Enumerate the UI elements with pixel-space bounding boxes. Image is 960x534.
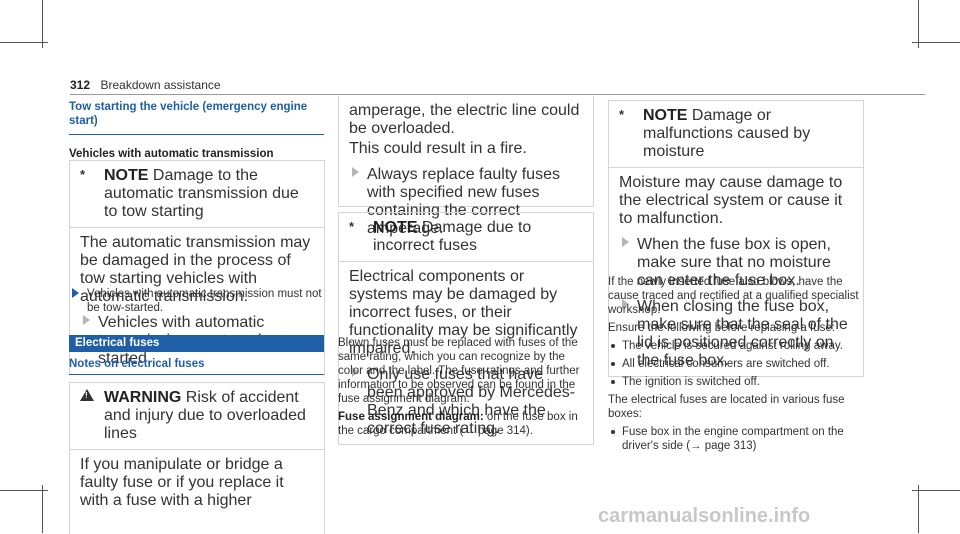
note-label: NOTE bbox=[373, 219, 418, 236]
crop-mark bbox=[42, 485, 43, 533]
crop-mark bbox=[918, 0, 919, 48]
note-body: Electrical components or systems may be … bbox=[349, 268, 578, 357]
crop-mark bbox=[42, 0, 43, 48]
note-step: Only use fuses that have been approved b… bbox=[349, 366, 583, 438]
note-step-text: When the fuse box is open, make sure tha… bbox=[637, 236, 831, 289]
warning-head-text: Risk of accident and injury due to overl… bbox=[104, 389, 306, 442]
note-icon: * bbox=[80, 167, 86, 182]
note-step: When the fuse box is open, make sure tha… bbox=[619, 236, 853, 290]
list-item: The vehicle is secured against rolling a… bbox=[608, 339, 862, 353]
note-icon: * bbox=[619, 107, 625, 122]
continued-step-text: Always replace faulty fuses with specifi… bbox=[367, 166, 560, 237]
list-item: Fuse box in the engine compartment on th… bbox=[608, 425, 862, 453]
note-step-text: Only use fuses that have been approved b… bbox=[367, 366, 576, 437]
arrow-icon bbox=[622, 299, 629, 309]
notes-heading: Notes on electrical fuses bbox=[69, 357, 324, 375]
arrow-icon bbox=[72, 288, 79, 298]
note-head-text: Damage or malfunctions caused by moistur… bbox=[643, 107, 811, 160]
note-label: NOTE bbox=[104, 167, 149, 184]
list-item: All electrical consumers are switched of… bbox=[608, 357, 862, 371]
column-1: Tow starting the vehicle (emergency engi… bbox=[69, 100, 324, 161]
diagram-text: on the fuse box in the cargo compartment… bbox=[338, 411, 578, 437]
crop-mark bbox=[0, 490, 48, 491]
warning-label: WARNING bbox=[104, 389, 182, 406]
arrow-icon bbox=[83, 315, 90, 325]
warning-icon bbox=[80, 389, 94, 401]
column-3-text: If the newly inserted fuse also blows, h… bbox=[608, 275, 862, 453]
continued-step: Always replace faulty fuses with specifi… bbox=[349, 166, 583, 238]
warning-body: If you manipulate or bridge a faulty fus… bbox=[80, 456, 284, 509]
continued-text-2: This could result in a fire. bbox=[349, 140, 527, 157]
note-body: The automatic transmission may be damage… bbox=[80, 234, 311, 305]
section-heading: Tow starting the vehicle (emergency engi… bbox=[69, 100, 324, 135]
paragraph: If the newly inserted fuse also blows, h… bbox=[608, 276, 859, 316]
note-label: NOTE bbox=[643, 107, 688, 124]
note-icon: * bbox=[349, 219, 355, 234]
arrow-icon bbox=[352, 167, 359, 177]
note-head-text: Damage due to incorrect fuses bbox=[373, 219, 532, 254]
instruction: Vehicles with automatic transmission mus… bbox=[69, 287, 324, 315]
notes-heading-wrap: Notes on electrical fuses bbox=[69, 357, 324, 375]
watermark: carmanualsonline.info bbox=[598, 505, 811, 527]
chapter-band: Electrical fuses bbox=[69, 335, 324, 352]
warning-box: WARNING Risk of accident and injury due … bbox=[69, 382, 325, 534]
crop-mark bbox=[0, 42, 48, 43]
crop-mark bbox=[912, 490, 960, 491]
page-header: 312 Breakdown assistance bbox=[70, 76, 221, 94]
crop-mark bbox=[912, 42, 960, 43]
column-2-text: Blown fuses must be replaced with fuses … bbox=[338, 336, 592, 438]
list-item: The ignition is switched off. bbox=[608, 375, 862, 389]
section-title: Breakdown assistance bbox=[100, 78, 221, 92]
arrow-icon bbox=[622, 237, 629, 247]
note-body: Moisture may cause damage to the electri… bbox=[619, 174, 843, 227]
crop-mark bbox=[918, 485, 919, 533]
note-head-text: Damage to the automatic transmission due… bbox=[104, 167, 299, 220]
note-box-fuses: * NOTE Damage due to incorrect fuses Ele… bbox=[338, 212, 594, 445]
paragraph: Ensure the following before replacing a … bbox=[608, 322, 835, 334]
paragraph: Fuse assignment diagram: on the fuse box… bbox=[338, 410, 592, 438]
header-rule bbox=[70, 94, 925, 95]
diagram-label: Fuse assignment diagram: bbox=[338, 411, 484, 423]
warning-box-continued: amperage, the electric line could be ove… bbox=[338, 96, 594, 237]
continued-text: amperage, the electric line could be ove… bbox=[349, 102, 580, 137]
note-step-text: When closing the fuse box, make sure tha… bbox=[637, 298, 848, 369]
paragraph: The electrical fuses are located in vari… bbox=[608, 394, 845, 420]
note-box-moisture: * NOTE Damage or malfunctions caused by … bbox=[608, 100, 864, 377]
instruction-text: Vehicles with automatic transmission mus… bbox=[87, 288, 322, 314]
subheading: Vehicles with automatic transmission bbox=[69, 148, 274, 160]
note-step: When closing the fuse box, make sure tha… bbox=[619, 298, 853, 370]
instruction-step: Vehicles with automatic transmission mus… bbox=[69, 287, 324, 315]
paragraph: Blown fuses must be replaced with fuses … bbox=[338, 337, 580, 405]
arrow-icon bbox=[352, 367, 359, 377]
page-number: 312 bbox=[70, 78, 91, 92]
